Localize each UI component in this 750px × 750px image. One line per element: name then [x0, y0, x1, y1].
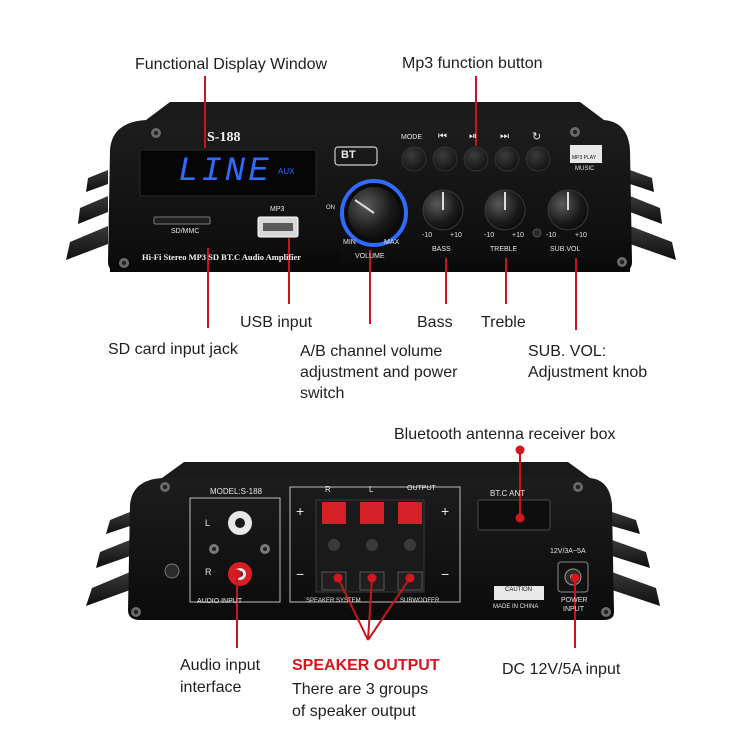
bass-panel-label: BASS: [432, 246, 451, 253]
front-top-lid: [146, 102, 604, 120]
next-button[interactable]: [494, 146, 520, 172]
minus-left: −: [296, 566, 305, 582]
made-in-label: MADE IN CHINA: [493, 604, 539, 610]
speaker-output-title: SPEAKER OUTPUT: [292, 657, 440, 674]
sd-label: SD/MMC: [171, 228, 200, 235]
speaker-leader-right: [367, 577, 411, 641]
front-right-fins: [630, 170, 676, 260]
mp3-play-logo: [570, 145, 602, 163]
rear-output-label: OUTPUT: [407, 485, 436, 492]
audio-input-panel-label: AUDIO INPUT: [197, 598, 243, 605]
mp3-play-text: MP3 PLAY: [572, 155, 597, 161]
rear-l-side: L: [205, 518, 211, 528]
usb-leader: [288, 238, 290, 304]
bt-antenna-leader: [519, 450, 521, 518]
bt-antenna-box: [477, 499, 551, 531]
treble-panel-label: TREBLE: [490, 246, 518, 253]
treble-callout: Treble: [481, 314, 526, 331]
speaker-leader-left: [337, 577, 369, 641]
mode-label: MODE: [401, 134, 422, 141]
bass-plus-label: +10: [450, 232, 462, 239]
rear-r-side: R: [205, 567, 212, 577]
sd-card-slot[interactable]: [153, 216, 211, 225]
treble-minus-label: -10: [484, 232, 495, 239]
model-label: S-188: [207, 130, 241, 145]
bt-badge-frame: [334, 146, 378, 166]
volume-callout-line3: switch: [300, 385, 345, 402]
sd-card-callout: SD card input jack: [108, 341, 238, 358]
treble-leader: [505, 258, 507, 304]
caution-text: CAUTION: [505, 587, 532, 593]
play-pause-button[interactable]: [463, 146, 489, 172]
bt-antenna-callout: Bluetooth antenna receiver box: [394, 426, 616, 443]
audio-input-callout-line2: interface: [180, 679, 242, 696]
volume-label: VOLUME: [355, 253, 385, 260]
audio-input-callout-line1: Audio input: [180, 657, 261, 674]
bass-callout: Bass: [417, 314, 453, 331]
mp3-leader: [475, 76, 477, 146]
rear-l-top: L: [369, 485, 374, 494]
volume-leader: [369, 250, 371, 324]
audio-input-frame: [189, 497, 281, 603]
display-window: [139, 149, 317, 197]
bass-minus-label: -10: [422, 232, 433, 239]
display-leader: [204, 76, 206, 148]
minus-right: −: [441, 566, 450, 582]
volume-callout-line1: A/B channel volume: [300, 343, 443, 360]
music-label: MUSIC: [575, 166, 595, 172]
display-text: LINE: [178, 153, 272, 191]
bt-badge-text: BT: [341, 149, 356, 161]
bass-leader: [445, 258, 447, 304]
bt-ant-label: BT.C ANT: [490, 489, 526, 498]
mp3-usb-label: MP3: [270, 206, 285, 213]
prev-icon: ⏮: [438, 131, 447, 142]
on-label: ON: [326, 205, 335, 211]
sub-minus-label: -10: [546, 232, 557, 239]
front-strip-text: Hi-Fi Stereo MP3 SD BT.C Audio Amplifier: [142, 252, 302, 262]
next-icon: ⏭: [500, 131, 509, 142]
speaker-leader-mid: [367, 577, 373, 641]
power-input-line1: POWER: [561, 597, 588, 604]
rear-model-label: MODEL:S-188: [210, 487, 263, 496]
speaker-terminal-frame: [289, 486, 461, 603]
sd-leader: [207, 248, 209, 328]
repeat-button[interactable]: [525, 146, 551, 172]
plus-left: +: [296, 503, 305, 519]
speaker-output-desc-line1: There are 3 groups: [292, 681, 429, 698]
dc-input-callout: DC 12V/5A input: [502, 661, 621, 678]
rear-r-top: R: [325, 485, 331, 494]
sub-plus-label: +10: [575, 232, 587, 239]
caution-label: [494, 586, 544, 600]
audio-input-leader: [236, 574, 238, 648]
speaker-system-label: SPEAKER SYSTEM: [306, 598, 361, 604]
usb-input-callout: USB input: [240, 314, 313, 331]
treble-plus-label: +10: [512, 232, 524, 239]
sub-leader: [575, 258, 577, 330]
dc-input-leader: [574, 578, 576, 648]
min-label: MIN: [343, 239, 356, 246]
sub-vol-callout-line2: Adjustment knob: [528, 364, 648, 381]
plus-right: +: [441, 503, 450, 519]
display-window-callout: Functional Display Window: [135, 56, 328, 73]
sub-panel-label: SUB.VOL: [550, 246, 581, 253]
power-spec-label: 12V/3A~5A: [550, 548, 586, 555]
rear-left-fins: [86, 512, 130, 606]
mode-button[interactable]: [401, 146, 427, 172]
display-sub-text: AUX: [278, 167, 295, 176]
sub-led: [532, 228, 542, 238]
subwoofer-label: SUBWOOFER: [400, 598, 440, 604]
mp3-button-callout: Mp3 function button: [402, 55, 543, 72]
speaker-output-desc-line2: of speaker output: [292, 703, 416, 720]
max-label: MAX: [384, 239, 400, 246]
play-pause-icon: ⏯: [469, 131, 477, 142]
volume-callout-line2: adjustment and power: [300, 364, 458, 381]
prev-button[interactable]: [432, 146, 458, 172]
rear-right-fins: [612, 512, 660, 606]
power-input-line2: INPUT: [563, 606, 584, 613]
front-left-fins: [66, 170, 108, 260]
sub-vol-callout-line1: SUB. VOL:: [528, 343, 607, 360]
repeat-icon: ↻: [532, 131, 542, 143]
